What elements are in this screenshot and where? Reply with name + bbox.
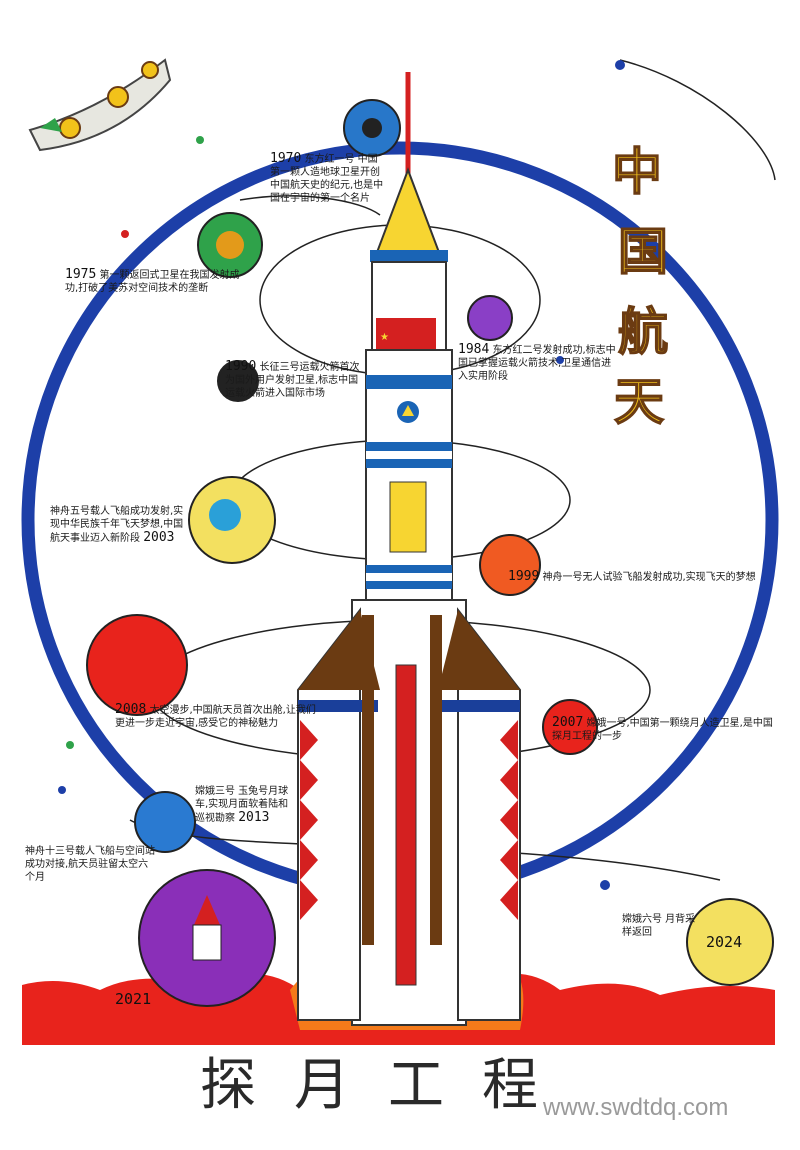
- year-1975: 1975: [65, 267, 97, 282]
- year-2008: 2008: [115, 702, 147, 717]
- note-1970: 1970 东方红一号 中国第一颗人造地球卫星开创中国航天史的纪元,也是中国在宇宙…: [270, 152, 385, 205]
- planet-2007: [542, 699, 598, 755]
- year-2003: 2003: [143, 530, 175, 545]
- text-1984: 东方红二号发射成功,标志中国已掌握运载火箭技术,卫星通信进入实用阶段: [458, 345, 616, 382]
- milestone-planets: [86, 99, 774, 1007]
- note-1984: 1984 东方红二号发射成功,标志中国已掌握运载火箭技术,卫星通信进入实用阶段: [458, 343, 618, 383]
- text-1975: 第一颗返回式卫星在我国发射成功,打破了美苏对空间技术的垄断: [65, 270, 240, 294]
- planet-1999: [479, 534, 541, 596]
- text-2013: 嫦娥三号 玉兔号月球车,实现月面软着陆和巡视勘察: [195, 786, 289, 824]
- year-1970: 1970: [270, 151, 302, 166]
- planet-2024: [686, 898, 774, 986]
- note-2024: 嫦娥六号 月背采样返回: [622, 913, 704, 939]
- bottom-title: 探月工程: [200, 1053, 576, 1118]
- text-2021: 神舟十三号载人飞船与空间站成功对接,航天员驻留太空六个月: [25, 846, 155, 883]
- note-2021: 神舟十三号载人飞船与空间站成功对接,航天员驻留太空六个月: [25, 845, 155, 884]
- text-2008: 太空漫步,中国航天员首次出舱,让我们更进一步走近宇宙,感受它的神秘魅力: [115, 705, 316, 729]
- text-1999: 神舟一号无人试验飞船发射成功,实现飞天的梦想: [542, 572, 756, 583]
- note-1999: 1999 神舟一号无人试验飞船发射成功,实现飞天的梦想: [508, 570, 778, 584]
- year-1984: 1984: [458, 342, 490, 357]
- text-1970: 东方红一号 中国第一颗人造地球卫星开创中国航天史的纪元,也是中国在宇宙的第一个名…: [270, 154, 384, 204]
- year-2021: 2021: [115, 990, 152, 1008]
- text-2007: 嫦娥一号,中国第一颗绕月人造卫星,是中国探月工程的一步: [552, 718, 773, 742]
- title-char-1: 中: [611, 141, 663, 202]
- star-dots: [58, 60, 625, 890]
- planet-2013: [134, 791, 196, 853]
- text-1990: 长征三号运载火箭首次为国外用户发射卫星,标志中国运载火箭进入国际市场: [225, 362, 360, 399]
- note-1975: 1975 第一颗返回式卫星在我国发射成功,打破了美苏对空间技术的垄断: [65, 268, 250, 295]
- year-1990: 1990: [225, 359, 257, 374]
- planet-1990: [217, 360, 259, 402]
- note-2007: 2007 嫦娥一号,中国第一颗绕月人造卫星,是中国探月工程的一步: [552, 716, 777, 743]
- text-2024: 嫦娥六号 月背采样返回: [622, 914, 696, 938]
- note-2003: 神舟五号载人飞船成功发射,实现中华民族千年飞天梦想,中国航天事业迈入新阶段 20…: [50, 505, 190, 545]
- title-char-2: 国: [617, 221, 669, 282]
- year-2013: 2013: [238, 810, 270, 825]
- rocket: ★: [297, 72, 521, 1026]
- satellite-decoration: [28, 58, 172, 152]
- note-2013: 嫦娥三号 玉兔号月球车,实现月面软着陆和巡视勘察 2013: [195, 785, 295, 825]
- watermark: www.swdtdq.com: [543, 1094, 729, 1121]
- title-char-3: 航: [617, 301, 669, 362]
- title-char-4: 天: [613, 371, 665, 432]
- planet-1984: [467, 295, 513, 341]
- text-2003: 神舟五号载人飞船成功发射,实现中华民族千年飞天梦想,中国航天事业迈入新阶段: [50, 506, 184, 544]
- note-1990: 1990 长征三号运载火箭首次为国外用户发射卫星,标志中国运载火箭进入国际市场: [225, 360, 360, 400]
- svg-text:★: ★: [380, 332, 389, 343]
- year-2024: 2024: [706, 933, 743, 951]
- year-1999: 1999: [508, 569, 540, 584]
- note-2008: 2008 太空漫步,中国航天员首次出舱,让我们更进一步走近宇宙,感受它的神秘魅力: [115, 703, 320, 730]
- year-2007: 2007: [552, 715, 584, 730]
- planet-2008: [86, 614, 188, 716]
